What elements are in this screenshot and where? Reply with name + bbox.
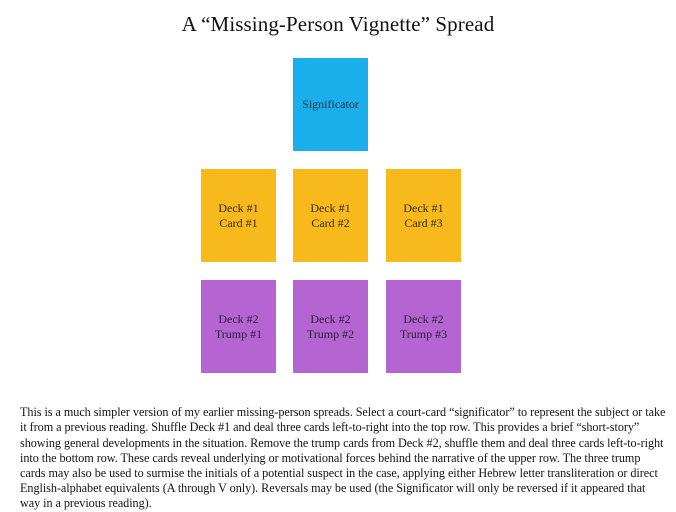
deck2-trump-3: Deck #2 Trump #3	[386, 280, 461, 373]
card-label-position: Trump #2	[306, 326, 355, 341]
card-label-deck: Deck #1	[403, 200, 444, 215]
deck1-card-3: Deck #1 Card #3	[386, 169, 461, 262]
deck1-card-2: Deck #1 Card #2	[293, 169, 368, 262]
card-label-position: Card #2	[311, 215, 350, 230]
card-label: Significator	[302, 97, 359, 111]
card-label-position: Trump #3	[399, 326, 448, 341]
deck1-card-1: Deck #1 Card #1	[201, 169, 276, 262]
card-label-deck: Deck #2	[310, 311, 351, 326]
page-title: A “Missing-Person Vignette” Spread	[181, 12, 495, 36]
spread-description: This is a much simpler version of my ear…	[20, 405, 666, 511]
significator-card: Significator	[293, 58, 368, 151]
card-label-deck: Deck #2	[218, 311, 259, 326]
deck2-trump-1: Deck #2 Trump #1	[201, 280, 276, 373]
card-label-deck: Deck #1	[218, 200, 259, 215]
card-label-deck: Deck #1	[310, 200, 351, 215]
card-label-deck: Deck #2	[403, 311, 444, 326]
card-label-position: Card #1	[219, 215, 258, 230]
card-label-position: Trump #1	[214, 326, 263, 341]
deck2-trump-2: Deck #2 Trump #2	[293, 280, 368, 373]
card-label-position: Card #3	[404, 215, 443, 230]
